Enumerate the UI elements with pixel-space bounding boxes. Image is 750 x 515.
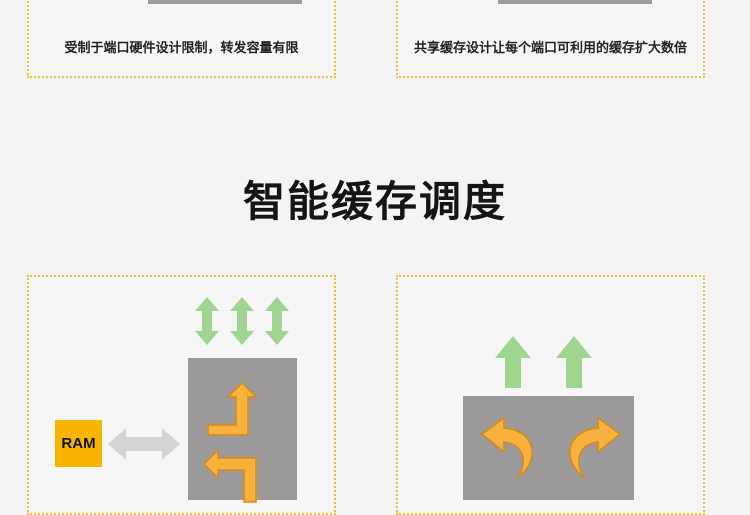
top-left-panel: 受制于端口硬件设计限制，转发容量有限	[27, 0, 336, 78]
buffer-block-right	[463, 396, 634, 500]
double-arrow-left-right-icon	[108, 428, 180, 460]
arrow-up-icon	[495, 336, 531, 388]
top-right-gray-block	[498, 0, 652, 4]
double-arrow-up-down-icon	[195, 297, 219, 345]
section-title: 智能缓存调度	[242, 177, 507, 226]
double-arrow-up-down-icon	[265, 297, 289, 345]
curved-arrow-right-icon	[569, 416, 622, 479]
arrow-up-icon	[556, 336, 592, 388]
top-right-panel: 共享缓存设计让每个端口可利用的缓存扩大数倍	[396, 0, 705, 78]
top-right-caption: 共享缓存设计让每个端口可利用的缓存扩大数倍	[413, 41, 687, 56]
elbow-arrow-up-right-icon	[207, 381, 258, 436]
curved-arrow-left-icon	[480, 416, 533, 479]
elbow-arrow-down-left-icon	[202, 448, 257, 503]
ram-chip: RAM	[55, 420, 102, 467]
top-left-gray-block	[148, 0, 302, 4]
double-arrow-up-down-icon	[230, 297, 254, 345]
top-left-caption: 受制于端口硬件设计限制，转发容量有限	[64, 41, 299, 56]
